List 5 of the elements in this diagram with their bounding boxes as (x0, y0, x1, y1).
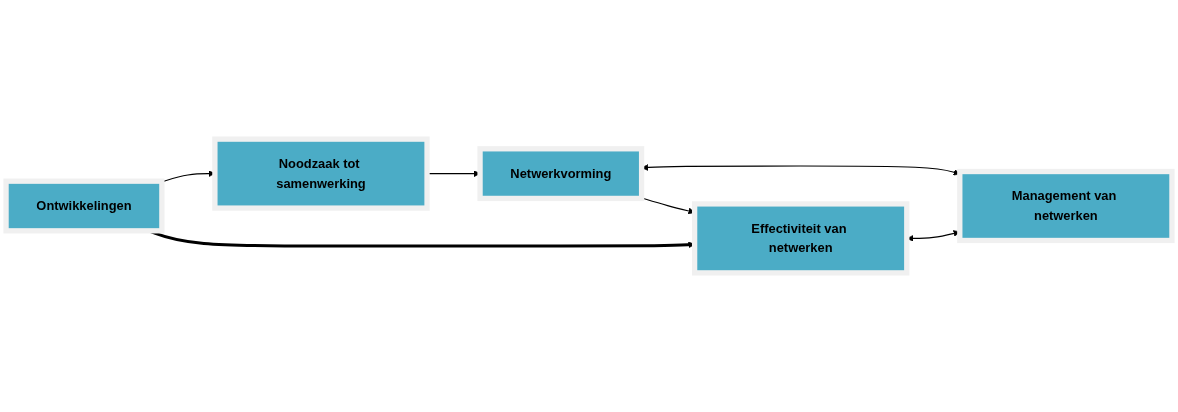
node-box: Management van netwerken (957, 168, 1175, 244)
node-box: Ontwikkelingen (3, 178, 165, 234)
node-box: Netwerkvorming (477, 146, 645, 202)
node-box: Noodzaak tot samenwerking (212, 136, 430, 211)
node-box: Effectiviteit van netwerken (692, 201, 910, 276)
